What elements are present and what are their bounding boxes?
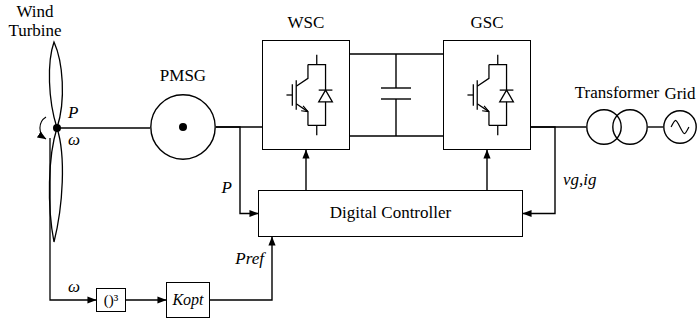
part-name: WSC xyxy=(288,14,325,33)
connector xyxy=(305,150,306,190)
part-name: Transformer xyxy=(575,84,659,103)
gain-box: Kopt xyxy=(166,282,210,318)
part-name: Grid xyxy=(664,85,695,104)
connector xyxy=(210,237,272,300)
converter-box: GSC xyxy=(443,40,531,150)
transformer-symbol-outline xyxy=(586,109,648,145)
connector xyxy=(486,150,487,190)
turbine-blade xyxy=(49,128,62,242)
turbine-hub xyxy=(53,124,61,132)
signal-label: P xyxy=(68,104,78,123)
box-label: Digital Controller xyxy=(330,204,451,223)
box-label: Kopt xyxy=(172,291,203,309)
connector xyxy=(523,127,555,214)
generator-circle-outline xyxy=(150,94,216,160)
dc-link-capacitor xyxy=(381,54,411,136)
connector xyxy=(350,54,443,136)
speed-signal-line xyxy=(50,138,96,300)
controller-box: Digital Controller xyxy=(258,190,523,237)
generator-circle: PMSG xyxy=(150,94,216,160)
connector xyxy=(216,127,258,214)
function-box: ()³ xyxy=(96,288,126,312)
signal-label: ω xyxy=(68,131,80,150)
converter-box-outline xyxy=(263,41,349,149)
signal-label: Pref xyxy=(233,250,266,269)
part-name: PMSG xyxy=(160,67,206,86)
igbt-symbol xyxy=(467,55,513,136)
turbine-shaft xyxy=(57,127,150,128)
igbt-symbol xyxy=(286,55,332,136)
converter-box-outline xyxy=(444,41,530,149)
connector xyxy=(126,299,166,300)
transformer-symbol: Transformer xyxy=(586,109,648,145)
box-label: ()³ xyxy=(104,292,119,309)
grid-source-outline xyxy=(663,110,697,144)
rotation-arrow xyxy=(40,117,46,139)
connector xyxy=(648,126,663,127)
part-name: GSC xyxy=(470,14,503,33)
signal-label: P xyxy=(220,179,234,198)
signal-label: ω xyxy=(68,278,80,297)
grid-source: Grid xyxy=(663,110,697,144)
converter-box: WSC xyxy=(262,40,350,150)
title-label: Wind Turbine xyxy=(3,3,67,40)
signal-label: vg,ig xyxy=(561,171,599,190)
turbine-blade xyxy=(49,42,62,128)
